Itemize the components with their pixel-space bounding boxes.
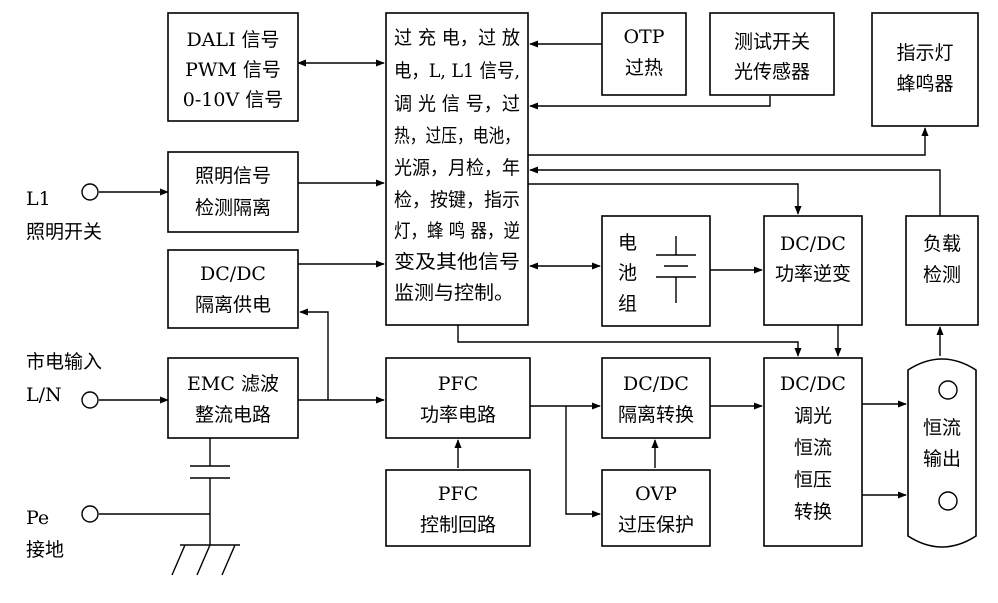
block-battery-line2: 池 — [618, 262, 637, 284]
block-mcu-line7: 灯，蜂 鸣 器，逆 — [394, 220, 520, 242]
block-dimming-converter: DC/DC 调光 恒流 恒压 转换 — [763, 357, 863, 547]
block-inverter-line1: DC/DC — [780, 233, 846, 255]
block-mcu-line5: 光源，月检，年 — [394, 157, 520, 179]
block-mcu-line9: 监测与控制。 — [394, 282, 514, 304]
ground-icon — [171, 544, 240, 576]
block-emc-line2: 整流电路 — [195, 404, 271, 426]
terminal-l1: L1 照明开关 — [26, 183, 102, 243]
block-isosupply-line1: DC/DC — [200, 263, 266, 285]
block-dcdc-isolated: DC/DC 隔离转换 — [601, 357, 711, 439]
terminal-pe: Pe 接地 — [26, 505, 99, 561]
block-pfc-power: PFC 功率电路 — [385, 357, 531, 439]
block-indicator-line1: 指示灯 — [896, 42, 953, 64]
block-dimmer-line2: 调光 — [794, 405, 832, 427]
block-dimmer-line3: 恒流 — [794, 437, 832, 459]
block-dcdc-inverter: DC/DC 功率逆变 — [763, 215, 863, 326]
block-indicator-buzzer: 指示灯 蜂鸣器 — [871, 12, 979, 127]
arrow-mcu-dimmer — [457, 325, 802, 357]
terminal-l1-label: 照明开关 — [26, 221, 102, 243]
block-lighting-line1: 照明信号 — [195, 165, 271, 187]
block-dimmer-line1: DC/DC — [780, 373, 846, 395]
arrow-load-mcu — [529, 166, 941, 216]
block-mcu-line2: 电，L, L1 信号, — [394, 60, 520, 82]
terminal-l1-icon — [81, 183, 99, 201]
block-dimmer-line4: 恒压 — [794, 469, 832, 491]
block-load-line1: 负载 — [923, 233, 961, 255]
block-mcu-line4: 热，过压，电池， — [394, 125, 520, 147]
battery-icon — [656, 236, 696, 303]
arrow-pfc-ovp — [565, 406, 601, 518]
block-output-line1: 恒流 — [923, 417, 961, 439]
block-ovp-line2: 过压保护 — [618, 514, 694, 536]
arrow-test-mcu — [529, 96, 771, 110]
block-dcdciso-line1: DC/DC — [623, 373, 689, 395]
block-lighting-detect: 照明信号 检测隔离 — [167, 151, 299, 233]
arrow-mcu-indicator — [528, 127, 929, 156]
block-output-line2: 输出 — [923, 448, 961, 470]
block-load-detect: 负载 检测 — [905, 215, 979, 326]
block-inverter-line2: 功率逆变 — [775, 263, 851, 285]
block-mcu-line3: 调 光 信 号，过 — [394, 93, 520, 115]
terminal-mains-code: L/N — [26, 384, 62, 406]
block-test-line2: 光传感器 — [734, 61, 810, 83]
block-ovp: OVP 过压保护 — [601, 469, 711, 547]
block-constant-output: 恒流 输出 — [907, 358, 977, 548]
block-dali-line2: PWM 信号 — [185, 59, 281, 81]
terminal-pe-label: 接地 — [26, 539, 64, 561]
output-terminal-top-icon — [938, 380, 958, 400]
block-otp: OTP 过热 — [601, 12, 687, 96]
block-pfcctrl-line2: 控制回路 — [420, 514, 496, 536]
block-emc-line1: EMC 滤波 — [187, 373, 279, 395]
block-battery-line3: 组 — [618, 293, 637, 315]
connections — [99, 40, 944, 545]
block-isolated-supply: DC/DC 隔离供电 — [167, 249, 299, 329]
block-dali-signal: DALI 信号 PWM 信号 0-10V 信号 — [167, 12, 299, 122]
block-lighting-line2: 检测隔离 — [195, 197, 271, 219]
output-terminal-bottom-icon — [938, 491, 958, 511]
block-mcu-line8: 变及其他信号 — [394, 251, 520, 273]
block-indicator-line2: 蜂鸣器 — [896, 73, 953, 95]
block-pfc-control: PFC 控制回路 — [385, 469, 531, 547]
block-mcu-line1: 过 充 电，过 放 — [394, 27, 520, 49]
terminal-l1-code: L1 — [26, 188, 51, 210]
terminal-mains-icon — [81, 391, 99, 409]
terminal-mains-label: 市电输入 — [26, 351, 102, 373]
block-test-sensor: 测试开关 光传感器 — [709, 12, 835, 96]
block-monitor-control: 过 充 电，过 放 电，L, L1 信号, 调 光 信 号，过 热，过压，电池，… — [385, 12, 529, 326]
terminal-mains: 市电输入 L/N — [26, 351, 102, 409]
block-load-line2: 检测 — [923, 264, 961, 286]
block-test-line1: 测试开关 — [734, 31, 810, 53]
arrow-mcu-inverter — [528, 183, 802, 215]
block-battery: 电 池 组 — [601, 215, 711, 327]
block-pfc-line1: PFC — [438, 373, 479, 395]
block-emc-rectifier: EMC 滤波 整流电路 — [167, 357, 299, 439]
block-battery-line1: 电 — [618, 232, 637, 254]
block-dimmer-line5: 转换 — [794, 501, 832, 523]
terminal-pe-code: Pe — [26, 507, 49, 529]
block-otp-line1: OTP — [623, 26, 664, 48]
block-dcdciso-line2: 隔离转换 — [618, 404, 694, 426]
block-dali-line1: DALI 信号 — [186, 29, 279, 51]
block-pfcctrl-line1: PFC — [438, 483, 479, 505]
arrow-emc-isosupply — [299, 308, 329, 400]
capacitor-icon — [190, 465, 230, 479]
block-ovp-line1: OVP — [635, 483, 677, 505]
block-otp-line2: 过热 — [625, 57, 663, 79]
block-mcu-line6: 检，按键，指示 — [394, 189, 520, 211]
block-isosupply-line2: 隔离供电 — [195, 294, 271, 316]
block-dali-line3: 0-10V 信号 — [183, 89, 283, 111]
terminal-pe-icon — [81, 505, 99, 523]
block-pfc-line2: 功率电路 — [420, 404, 496, 426]
